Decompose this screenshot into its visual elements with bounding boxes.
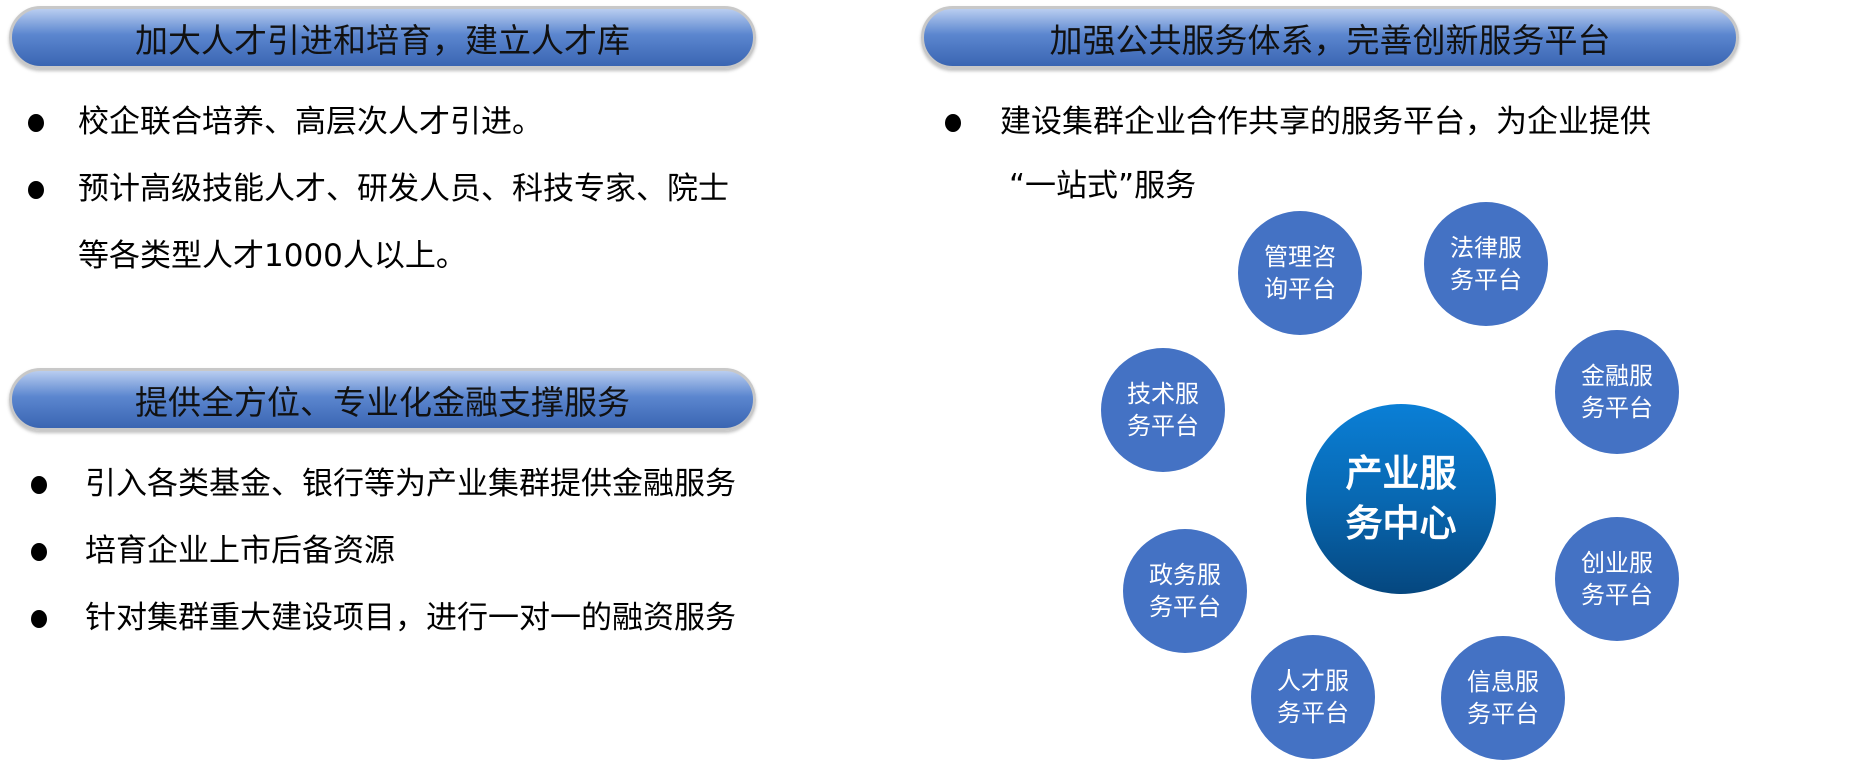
platform-label: 金融服务平台 (1581, 362, 1653, 422)
platform-label: 管理咨询平台 (1264, 243, 1336, 303)
bullet-icon (28, 114, 44, 132)
bullet-text: 培育企业上市后备资源 (85, 533, 395, 569)
platform-label: 法律服务平台 (1450, 234, 1522, 294)
platform-label: 人才服务平台 (1277, 667, 1349, 727)
platform-label: 技术服务平台 (1127, 380, 1199, 440)
service-center-node: 产业服务中心 (1306, 404, 1496, 594)
bullet-text: 针对集群重大建设项目，进行一对一的融资服务 (85, 600, 736, 636)
bullet-icon (31, 476, 47, 494)
bullet-text-continued: “一站式”服务 (1009, 168, 1197, 204)
platform-node-talent: 人才服务平台 (1251, 635, 1375, 759)
platform-label: 政务服务平台 (1149, 561, 1221, 621)
platform-node-technology: 技术服务平台 (1101, 348, 1225, 472)
bullet-icon (945, 114, 961, 132)
platform-node-government: 政务服务平台 (1123, 529, 1247, 653)
section-title-finance: 提供全方位、专业化金融支撑服务 (9, 368, 756, 431)
platform-node-legal: 法律服务平台 (1424, 202, 1548, 326)
platform-node-information: 信息服务平台 (1441, 636, 1565, 760)
bullet-text-continued: 等各类型人才1000人以上。 (78, 238, 467, 274)
section-title-talent: 加大人才引进和培育，建立人才库 (9, 6, 756, 69)
platform-label: 信息服务平台 (1467, 668, 1539, 728)
bullet-text: 校企联合培养、高层次人才引进。 (78, 104, 543, 140)
platform-node-management: 管理咨询平台 (1238, 211, 1362, 335)
service-center-label: 产业服务中心 (1345, 452, 1457, 545)
bullet-icon (28, 181, 44, 199)
bullet-icon (31, 610, 47, 628)
bullet-text: 引入各类基金、银行等为产业集群提供金融服务 (85, 466, 736, 502)
bullet-text: 建设集群企业合作共享的服务平台，为企业提供 (1000, 104, 1651, 140)
platform-node-finance: 金融服务平台 (1555, 330, 1679, 454)
bullet-text: 预计高级技能人才、研发人员、科技专家、院士 (78, 171, 729, 207)
platform-label: 创业服务平台 (1581, 549, 1653, 609)
platform-node-entrepreneurship: 创业服务平台 (1555, 517, 1679, 641)
bullet-icon (31, 543, 47, 561)
section-title-public-service: 加强公共服务体系，完善创新服务平台 (921, 6, 1739, 69)
